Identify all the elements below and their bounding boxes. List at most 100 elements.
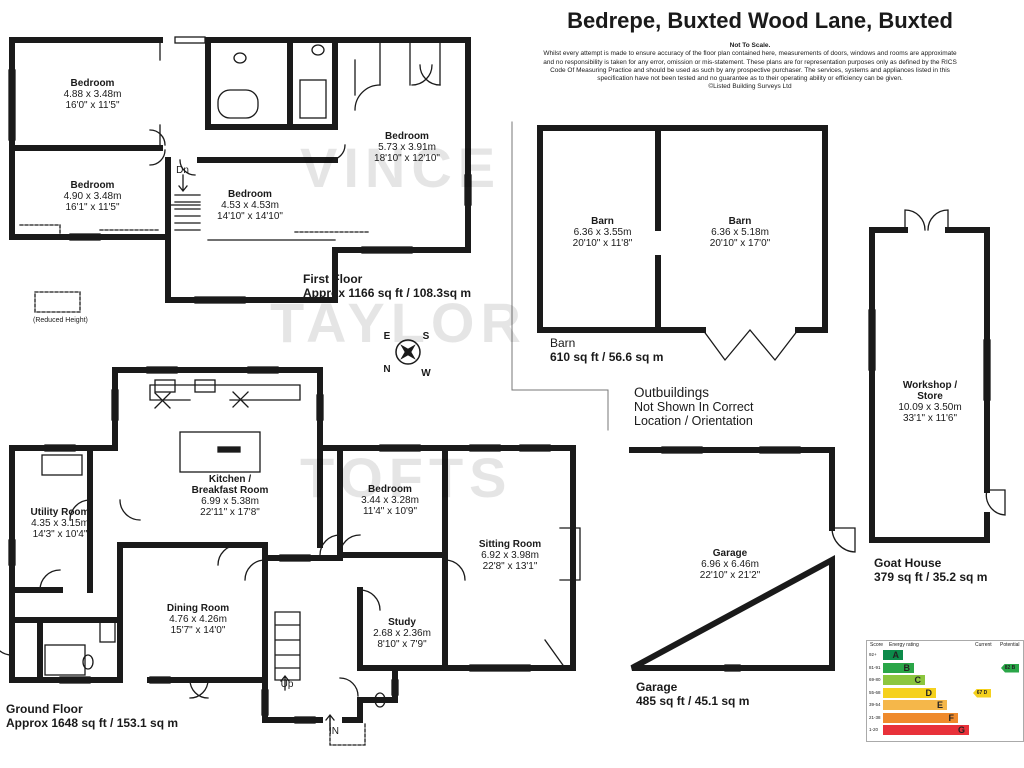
room-metric: 6.36 x 5.18m: [711, 227, 769, 238]
epc-band-range: 39-54: [869, 702, 881, 707]
barn-title: Barn: [550, 336, 576, 350]
disclaimer: Not To Scale. Whilst every attempt is ma…: [540, 42, 960, 92]
garage-title: Garage: [636, 680, 678, 694]
barn-walls: [537, 125, 828, 333]
epc-score-header: Score: [870, 642, 884, 648]
compass-rose: [395, 339, 421, 365]
room-name: Kitchen /: [208, 474, 252, 485]
room-name: Barn: [591, 216, 614, 227]
energy-rating-chart: Score Energy rating Current Potential 92…: [866, 640, 1024, 742]
room-metric: 5.73 x 3.91m: [378, 142, 436, 153]
goat-house-title: Goat House: [874, 556, 942, 570]
epc-band-a: A: [883, 650, 903, 660]
epc-band-g: G: [883, 725, 969, 735]
ground-floor-size: Approx 1648 sq ft / 153.1 sq m: [6, 716, 179, 730]
room-name: Workshop /: [902, 380, 958, 391]
epc-band-b: B: [883, 662, 914, 673]
epc-rating-header: Energy rating: [889, 642, 919, 648]
compass-e: E: [383, 331, 391, 342]
epc-band-range: 81-91: [869, 664, 881, 670]
barn-room-1-label: Barn 6.36 x 3.55m 20'10" x 11'8": [555, 216, 650, 249]
first-floor-size: Approx 1166 sq ft / 108.3sq m: [303, 286, 472, 300]
room-imperial: 14'10" x 14'10": [217, 211, 283, 222]
gf-sitting-room-label: Sitting Room 6.92 x 3.98m 22'8" x 13'1": [460, 539, 560, 572]
room-imperial: 8'10" x 7'9": [377, 639, 427, 650]
epc-band-range: 1-20: [869, 727, 879, 732]
room-imperial: 18'10" x 12'10": [374, 153, 440, 164]
entrance-label: IN: [329, 726, 339, 737]
room-imperial: 14'3" x 10'4": [32, 529, 88, 540]
outbuildings-line-2: Location / Orientation: [634, 414, 753, 428]
gf-dining-room-label: Dining Room 4.76 x 4.26m 15'7" x 14'0": [148, 603, 248, 636]
goat-house-size: 379 sq ft / 35.2 sq m: [874, 570, 988, 584]
ff-bedroom-2-label: Bedroom 4.90 x 3.48m 16'1" x 11'5": [40, 180, 145, 213]
goat-house-area: Goat House 379 sq ft / 35.2 sq m: [874, 556, 987, 584]
room-imperial: 22'10" x 21'2": [699, 570, 761, 581]
room-metric: 6.96 x 6.46m: [701, 559, 759, 570]
watermark-line-2: TAYLOR: [270, 291, 527, 354]
reduced-height-note: (Reduced Height): [33, 317, 88, 324]
room-imperial: 33'1" x 11'6": [902, 413, 958, 424]
room-name: Garage: [712, 548, 748, 559]
outbuildings-title: Outbuildings: [634, 385, 710, 400]
room-metric: 2.68 x 2.36m: [373, 628, 431, 639]
outbuildings-line-1: Not Shown In Correct: [634, 400, 754, 414]
room-name-2: Store: [917, 391, 943, 402]
ground-floor-area: Ground Floor Approx 1648 sq ft / 153.1 s…: [6, 702, 178, 730]
barn-area: Barn 610 sq ft / 56.6 sq m: [550, 336, 663, 364]
epc-current-rating: 67 D: [973, 688, 991, 698]
room-name: Bedroom: [368, 484, 412, 495]
epc-band-range: 69-80: [869, 677, 881, 682]
room-name-2: Breakfast Room: [191, 485, 269, 496]
epc-band-range: 21-38: [869, 714, 881, 720]
epc-band-c: C: [883, 675, 925, 685]
epc-band-range: 55-68: [869, 689, 881, 695]
outbuildings-note: Outbuildings Not Shown In Correct Locati…: [634, 385, 754, 429]
compass-n: N: [383, 364, 391, 375]
room-imperial: 16'0" x 11'5": [65, 100, 120, 111]
room-metric: 6.36 x 3.55m: [573, 227, 632, 238]
not-to-scale-note: Not To Scale.: [729, 42, 771, 49]
epc-current-header: Current: [975, 642, 992, 648]
room-name: Study: [388, 617, 416, 628]
page-title: Bedrepe, Buxted Wood Lane, Buxted: [567, 8, 953, 33]
room-name: Dining Room: [166, 603, 230, 614]
first-floor-area: First Floor Approx 1166 sq ft / 108.3sq …: [303, 272, 471, 300]
epc-band-f: F: [883, 712, 958, 723]
room-metric: 10.09 x 3.50m: [898, 402, 962, 413]
epc-potential-header: Potential: [1000, 642, 1020, 648]
ff-bedroom-4-label: Bedroom 5.73 x 3.91m 18'10" x 12'10": [357, 131, 457, 164]
room-name: Bedroom: [70, 78, 115, 89]
gf-bedroom-label: Bedroom 3.44 x 3.28m 11'4" x 10'9": [345, 484, 435, 517]
room-name: Utility Room: [30, 507, 90, 518]
barn-size: 610 sq ft / 56.6 sq m: [550, 350, 664, 364]
stairs-up-label: Up: [280, 679, 294, 690]
workshop-walls: [869, 227, 990, 543]
first-floor-title: First Floor: [303, 272, 363, 286]
watermark-line-1: VINCE: [300, 136, 502, 199]
gf-study-label: Study 2.68 x 2.36m 8'10" x 7'9": [362, 617, 442, 650]
ff-bedroom-1-label: Bedroom 4.88 x 3.48m 16'0" x 11'5": [40, 78, 145, 111]
barn-room-2-label: Barn 6.36 x 5.18m 20'10" x 17'0": [690, 216, 790, 249]
room-imperial: 22'8" x 13'1": [482, 561, 538, 572]
room-name: Bedroom: [228, 189, 272, 200]
room-name: Sitting Room: [478, 539, 542, 550]
room-imperial: 15'7" x 14'0": [170, 625, 226, 636]
room-name: Barn: [728, 216, 752, 227]
room-metric: 3.44 x 3.28m: [361, 495, 419, 506]
epc-band-range: 92+: [869, 652, 877, 657]
compass-w: W: [421, 368, 431, 379]
garage-label: Garage 6.96 x 6.46m 22'10" x 21'2": [680, 548, 780, 581]
watermark-line-3: TOFTS: [300, 446, 513, 509]
room-imperial: 20'10" x 11'8": [572, 238, 633, 249]
epc-potential-rating: 82 B: [1001, 663, 1019, 673]
copyright-text: ©Listed Building Surveys Ltd: [708, 83, 792, 91]
disclaimer-text: Whilst every attempt is made to ensure a…: [543, 50, 957, 83]
ground-floor-walls: [9, 367, 576, 723]
room-metric: 6.99 x 5.38m: [201, 496, 259, 507]
epc-band-e: E: [883, 700, 947, 710]
gf-utility-label: Utility Room 4.35 x 3.15m 14'3" x 10'4": [15, 507, 105, 540]
ff-bedroom-3-label: Bedroom 4.53 x 4.53m 14'10" x 14'10": [200, 189, 300, 222]
room-metric: 4.76 x 4.26m: [169, 614, 227, 625]
